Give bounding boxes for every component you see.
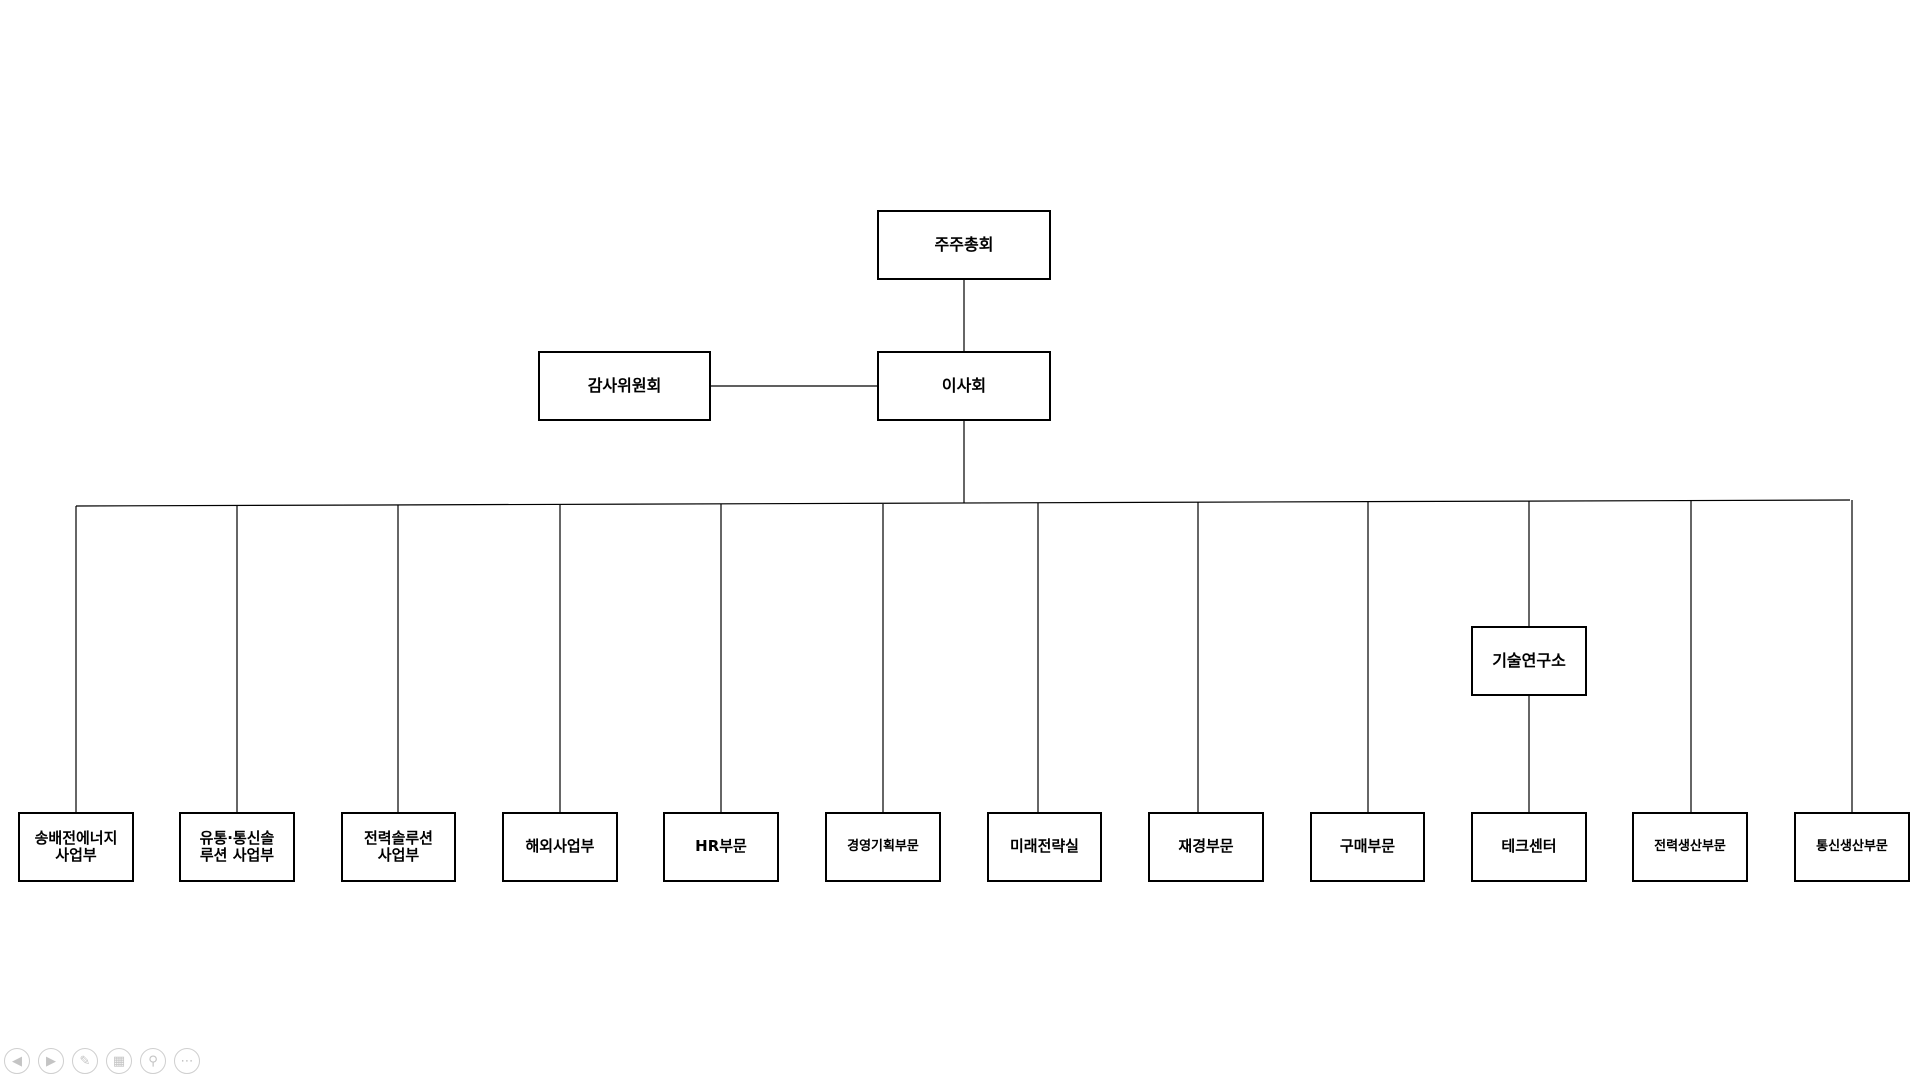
dept-label: 미래전략실 (1009, 837, 1079, 856)
dept-label: 구매부문 (1339, 837, 1396, 856)
slides-icon[interactable]: ▦ (106, 1048, 132, 1074)
dept-label: 테크센터 (1501, 837, 1557, 856)
previous-icon[interactable]: ◀ (4, 1048, 30, 1074)
dept-box-3: 전력솔루션 사업부 (341, 812, 456, 882)
tech-lab-label: 기술연구소 (1492, 650, 1566, 670)
dept-box-10: 테크센터 (1471, 812, 1587, 882)
dept-label: 전력솔루션 사업부 (363, 828, 433, 864)
dept-label: 전력생산부문 (1654, 838, 1726, 854)
tech-lab-box: 기술연구소 (1471, 626, 1587, 696)
dept-box-11: 전력생산부문 (1632, 812, 1748, 882)
dept-label: HR부문 (695, 837, 747, 856)
shareholders-box: 주주총회 (877, 210, 1051, 280)
connector-bus (75, 499, 1851, 507)
dept-label: 송배전에너지 사업부 (34, 828, 118, 864)
board-box: 이사회 (877, 351, 1051, 421)
dept-box-2: 유통·통신솔 루션 사업부 (179, 812, 295, 882)
dept-box-9: 구매부문 (1310, 812, 1425, 882)
zoom-icon[interactable]: ⚲ (140, 1048, 166, 1074)
audit-committee-label: 감사위원회 (587, 375, 662, 395)
dept-box-12: 통신생산부문 (1794, 812, 1910, 882)
dept-box-4: 해외사업부 (502, 812, 618, 882)
dept-box-8: 재경부문 (1148, 812, 1264, 882)
dept-box-5: HR부문 (663, 812, 779, 882)
dept-label: 재경부문 (1178, 837, 1234, 856)
shareholders-label: 주주총회 (934, 234, 994, 254)
dept-box-7: 미래전략실 (987, 812, 1102, 882)
board-label: 이사회 (941, 375, 987, 395)
next-icon[interactable]: ▶ (38, 1048, 64, 1074)
dept-label: 통신생산부문 (1816, 838, 1888, 854)
pen-icon[interactable]: ✎ (72, 1048, 98, 1074)
dept-label: 경영기획부문 (847, 838, 919, 854)
audit-committee-box: 감사위원회 (538, 351, 711, 421)
dept-label: 유통·통신솔 루션 사업부 (199, 828, 275, 864)
dept-box-1: 송배전에너지 사업부 (18, 812, 134, 882)
slideshow-toolbar: ◀ ▶ ✎ ▦ ⚲ ⋯ (4, 1048, 200, 1078)
more-icon[interactable]: ⋯ (174, 1048, 200, 1074)
dept-label: 해외사업부 (525, 837, 595, 856)
dept-box-6: 경영기획부문 (825, 812, 941, 882)
